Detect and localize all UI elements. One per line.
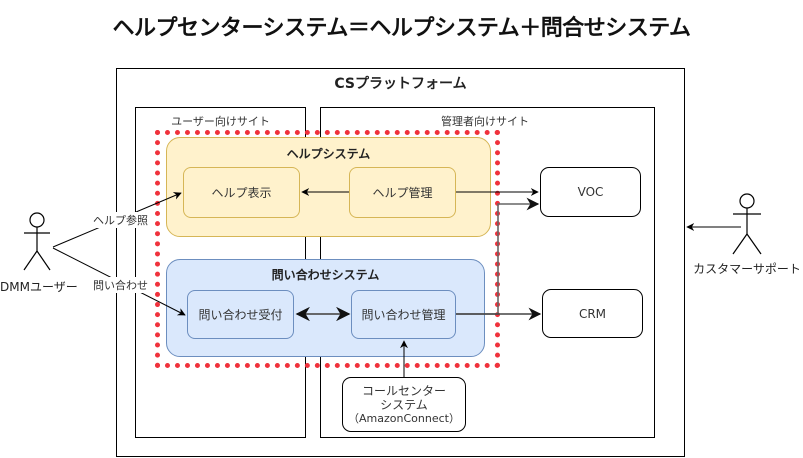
inquiry-edge-label: 問い合わせ [92,277,149,293]
dmm-user-actor-icon [23,212,51,271]
admin-site-label: 管理者向けサイト [441,115,529,128]
crm-node[interactable]: CRM [542,289,643,338]
help-management-node[interactable]: ヘルプ管理 [349,167,456,218]
help-reference-edge-label: ヘルプ参照 [92,212,149,228]
diagram-title: ヘルプセンターシステム＝ヘルプシステム＋問合せシステム [112,16,691,41]
call-center-line3: （AmazonConnect） [348,411,460,425]
help-display-label: ヘルプ表示 [211,186,272,200]
inquiry-system-label: 問い合わせシステム [271,268,380,282]
inquiry-reception-label: 問い合わせ受付 [198,308,283,322]
voc-label: VOC [577,185,604,199]
crm-label: CRM [578,306,607,321]
help-management-label: ヘルプ管理 [372,186,433,200]
cs-platform-label: CSプラットフォーム [334,76,467,92]
inquiry-management-label: 問い合わせ管理 [361,308,446,322]
cs-platform-container [116,68,685,457]
inquiry-mgmt-to-voc-edge [456,197,540,315]
call-center-system-node[interactable]: コールセンター システム （AmazonConnect） [342,377,466,432]
customer-support-actor-icon [732,193,762,255]
call-center-line2: システム [380,397,428,412]
help-display-node[interactable]: ヘルプ表示 [183,167,300,218]
inquiry-management-node[interactable]: 問い合わせ管理 [351,290,456,339]
help-system-label: ヘルプシステム [286,147,371,161]
user-site-label: ユーザー向けサイト [171,115,270,128]
call-center-line1: コールセンター [361,383,446,398]
customer-support-label: カスタマーサポート [693,262,801,276]
voc-node[interactable]: VOC [540,167,641,217]
dmm-user-label: DMMユーザー [0,280,78,294]
inquiry-reception-node[interactable]: 問い合わせ受付 [187,290,294,339]
